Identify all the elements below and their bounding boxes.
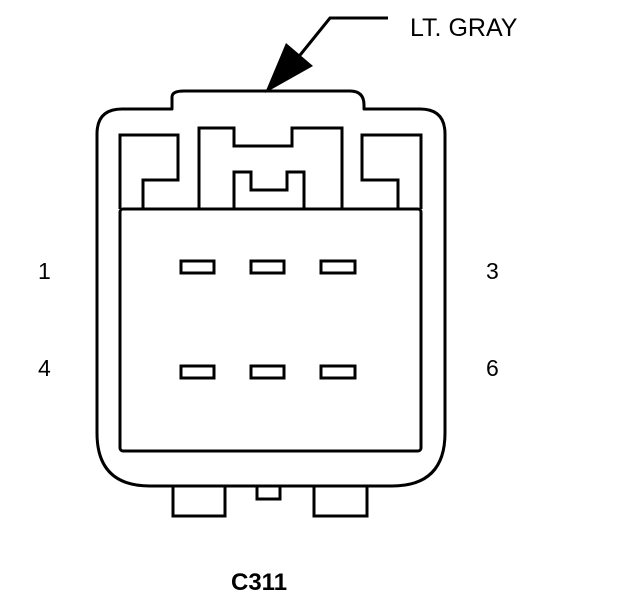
- right-latch: [360, 133, 423, 209]
- pin-label-1: 1: [38, 258, 51, 284]
- bottom-tab-center: [255, 486, 282, 501]
- pin-label-6: 6: [486, 355, 499, 381]
- connector-housing: [95, 89, 447, 488]
- color-label: LT. GRAY: [410, 14, 518, 42]
- bottom-tab-right: [312, 486, 369, 518]
- connector-id-label: C311: [231, 569, 287, 596]
- center-lock-inner: [232, 170, 306, 209]
- callout-arrowhead: [265, 43, 313, 93]
- callout-leader: [265, 16, 388, 93]
- terminal-pin-1: [179, 259, 216, 275]
- terminal-pin-2: [249, 259, 286, 275]
- pin-label-4: 4: [38, 355, 51, 381]
- bottom-tab-left: [171, 486, 227, 518]
- terminal-pin-6: [319, 364, 357, 380]
- center-lock-tab: [197, 126, 344, 209]
- terminal-pin-3: [319, 259, 357, 275]
- left-latch: [118, 133, 180, 209]
- terminal-pin-4: [179, 364, 216, 380]
- terminal-pin-5: [249, 364, 286, 380]
- connector-face: [118, 207, 423, 453]
- pin-label-3: 3: [486, 258, 499, 284]
